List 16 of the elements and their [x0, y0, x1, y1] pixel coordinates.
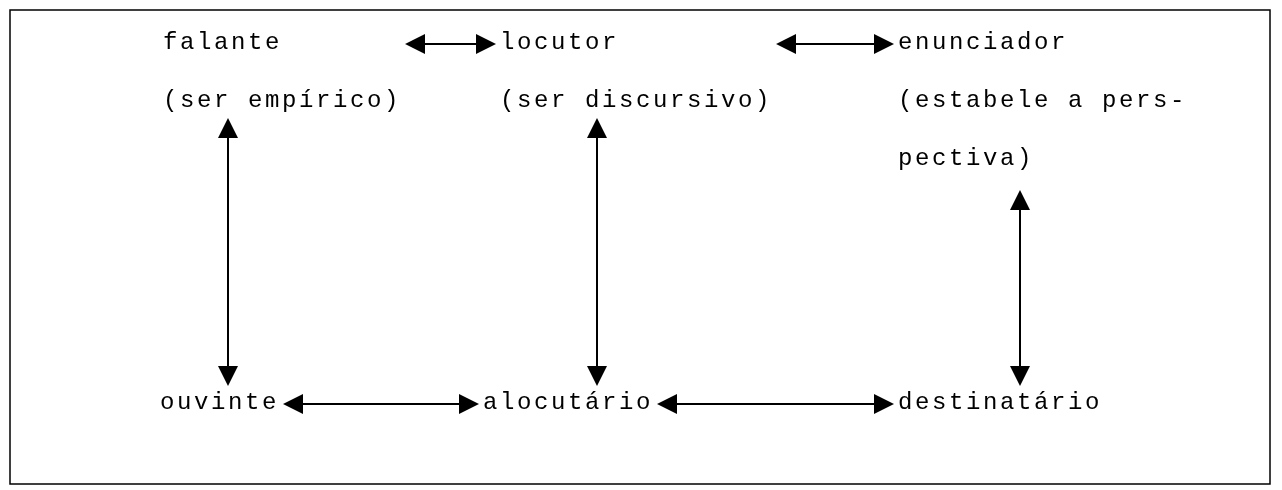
term-label: destinatário — [898, 388, 1103, 418]
term-label: locutor — [500, 28, 621, 58]
double-arrow — [657, 394, 894, 414]
double-arrow — [405, 34, 496, 54]
description-text: (ser empírico) — [163, 86, 402, 116]
double-arrow — [218, 118, 238, 386]
term-label: falante — [163, 28, 284, 58]
term-label: ouvinte — [160, 388, 280, 418]
double-arrow — [776, 34, 894, 54]
description-text: (ser discursivo) — [500, 86, 773, 116]
term-label: alocutário — [483, 388, 654, 418]
double-arrow — [283, 394, 479, 414]
double-arrow — [587, 118, 607, 386]
double-arrow — [1010, 190, 1030, 386]
term-label: enunciador — [898, 28, 1070, 58]
description-text: (estabele a pers- pectiva) — [898, 86, 1189, 174]
